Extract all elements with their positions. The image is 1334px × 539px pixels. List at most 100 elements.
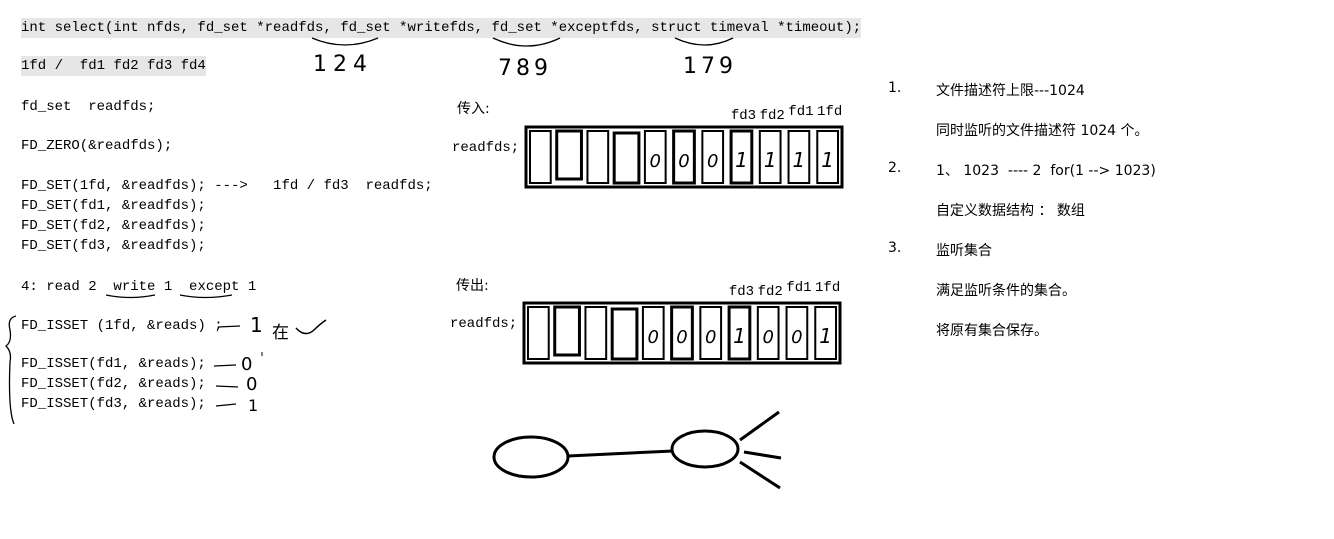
fd-zero-line: FD_ZERO(&readfds); [21, 138, 173, 154]
fd-set-line: FD_SET(fd2, &readfds); [21, 218, 206, 234]
doodle-ellipse-left [492, 435, 570, 479]
bit-cell [727, 305, 752, 361]
doodle-ray [739, 460, 781, 490]
bit-value: 1 [821, 148, 834, 172]
bit-value: 1 [735, 148, 748, 172]
bit-cell [701, 130, 725, 184]
bit-cell [729, 129, 754, 185]
note-subtext: 满足监听条件的集合。 [936, 283, 1076, 299]
note-text: 监听集合 [936, 243, 992, 259]
fd-set-line: FD_SET(fd1, &readfds); [21, 198, 206, 214]
isset-brace [4, 315, 17, 425]
bit-value: 0 [707, 151, 718, 172]
writefds-brace [492, 37, 561, 47]
write-fd-numbers: 789 [498, 56, 552, 81]
fd-isset-line: FD_ISSET(fd1, &reads); [21, 356, 206, 372]
bit-cell [670, 305, 694, 361]
note-subtext: 自定义数据结构 ： 数组 [936, 203, 1085, 219]
fd-set-line: FD_SET(1fd, &readfds); ---> 1fd / fd3 re… [21, 178, 433, 194]
result-dash [215, 385, 239, 388]
bitset-out-frame [522, 301, 842, 365]
note-subtext: 将原有集合保存。 [936, 323, 1048, 339]
bit-value: 1 [819, 324, 832, 348]
note-text: 1、 1023 ---- 2 for(1 --> 1023) [936, 163, 1156, 179]
bit-cell [756, 306, 780, 360]
bit-value: 0 [705, 327, 716, 348]
read-fd-numbers: 124 [313, 52, 373, 77]
fd-set-declaration: fd_set readfds; [21, 99, 156, 115]
bitset-in-title: 传入: [457, 101, 490, 117]
note-number: 3. [888, 240, 902, 256]
fd-label: fd1 [786, 280, 811, 296]
isset-fd3-result: 1 [248, 396, 259, 415]
isset-fd1-result: 0 [241, 354, 253, 375]
bit-cell [641, 306, 665, 360]
bit-cell [612, 131, 641, 185]
bit-value: 0 [678, 151, 689, 172]
bitset-in-label: readfds; [452, 140, 520, 156]
bit-cell [643, 130, 667, 184]
bit-value: 0 [762, 327, 773, 348]
summary-read: 4: read 2 [21, 279, 114, 295]
fd-isset-line: FD_ISSET(fd2, &reads); [21, 376, 206, 392]
bit-value: 0 [676, 327, 687, 348]
fds-line: 1fd / fd1 fd2 fd3 fd4 [21, 56, 206, 76]
bitset-out-title: 传出: [456, 278, 489, 294]
bit-cell [699, 306, 723, 360]
bit-cell [555, 129, 583, 181]
result-dash [215, 403, 237, 407]
bit-value: 1 [764, 148, 777, 172]
check-icon [295, 319, 327, 335]
event-summary: 4: read 2 write 1 except 1 [21, 277, 256, 297]
note-number: 1. [888, 80, 902, 96]
fd-label: fd1 [788, 104, 813, 120]
bit-cell [787, 130, 811, 184]
result-dash [217, 325, 241, 328]
note-number: 2. [888, 160, 902, 176]
fd-label: 1fd [817, 104, 842, 120]
result-dash [213, 364, 237, 367]
bitset-in-frame [524, 125, 844, 189]
isset-1fd-result: 1 [250, 313, 263, 337]
bit-value: 0 [791, 327, 802, 348]
fd-label: fd2 [758, 284, 783, 300]
bit-value: 0 [650, 151, 661, 172]
fd-label: fd3 [731, 108, 756, 124]
except-fd-numbers: 179 [683, 54, 737, 79]
bit-cell [610, 307, 639, 361]
bit-cell [816, 130, 839, 184]
exceptfds-brace [674, 37, 734, 46]
bit-cell [672, 129, 696, 185]
bit-cell [814, 306, 837, 360]
fd-label: fd2 [760, 108, 785, 124]
summary-except: except 1 [189, 279, 257, 295]
fd-label: 1fd [815, 280, 840, 296]
bitset-out-label: readfds; [450, 316, 518, 332]
doodle-connector [567, 449, 674, 458]
readfds-brace [311, 37, 379, 46]
doodle-ray [739, 410, 780, 442]
write-underline [105, 294, 156, 299]
isset-fd2-result: 0 [246, 374, 258, 395]
fd-isset-line: FD_ISSET (1fd, &reads) ; [21, 318, 223, 334]
select-signature: int select(int nfds, fd_set *readfds, fd… [21, 18, 862, 38]
bit-cell [527, 306, 550, 360]
bit-cell [758, 130, 782, 184]
summary-write: write 1 [113, 279, 173, 295]
bit-cell [529, 130, 552, 184]
fd-label: fd3 [729, 284, 754, 300]
note-text: 文件描述符上限---1024 [936, 83, 1085, 99]
bit-value: 1 [733, 324, 746, 348]
bit-cell [586, 130, 610, 184]
bit-value: 0 [648, 327, 659, 348]
doodle-ray [743, 450, 782, 460]
note-subtext: 同时监听的文件描述符 1024 个。 [936, 123, 1149, 139]
isset-1fd-note: 在 [272, 323, 289, 343]
